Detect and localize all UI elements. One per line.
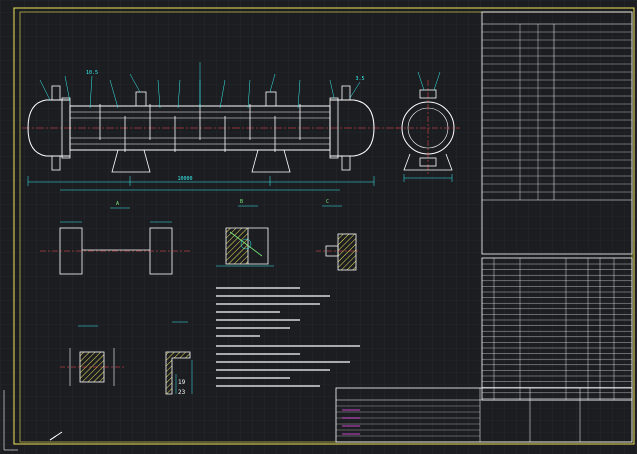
ucs-axis-icon: [3, 390, 18, 451]
detail-label-c: C: [326, 199, 329, 205]
title-block: [335, 387, 633, 443]
mouse-pointer-icon: [49, 431, 63, 441]
main-elevation-view: 10000 10.5 3.5: [22, 62, 400, 191]
technical-notes: [216, 287, 360, 387]
dim-23: 23: [178, 389, 186, 396]
dim-19: 19: [178, 379, 186, 386]
detail-saddle-section: A: [40, 201, 190, 275]
detail-label-a: A: [116, 201, 119, 207]
detail-weld-a: B: [216, 199, 274, 267]
detail-weld-b: C: [316, 199, 360, 271]
detail-gasket-section: 19 23: [165, 321, 193, 396]
outer-frame: [13, 7, 635, 445]
dim-overall-length: 10000: [177, 176, 192, 182]
dim-label-2: 3.5: [355, 76, 364, 82]
detail-flange-section: [60, 325, 124, 386]
dim-label-1: 10.5: [86, 70, 98, 76]
design-data-table: [481, 11, 633, 255]
detail-label-b: B: [240, 199, 243, 205]
end-view: [396, 71, 460, 182]
